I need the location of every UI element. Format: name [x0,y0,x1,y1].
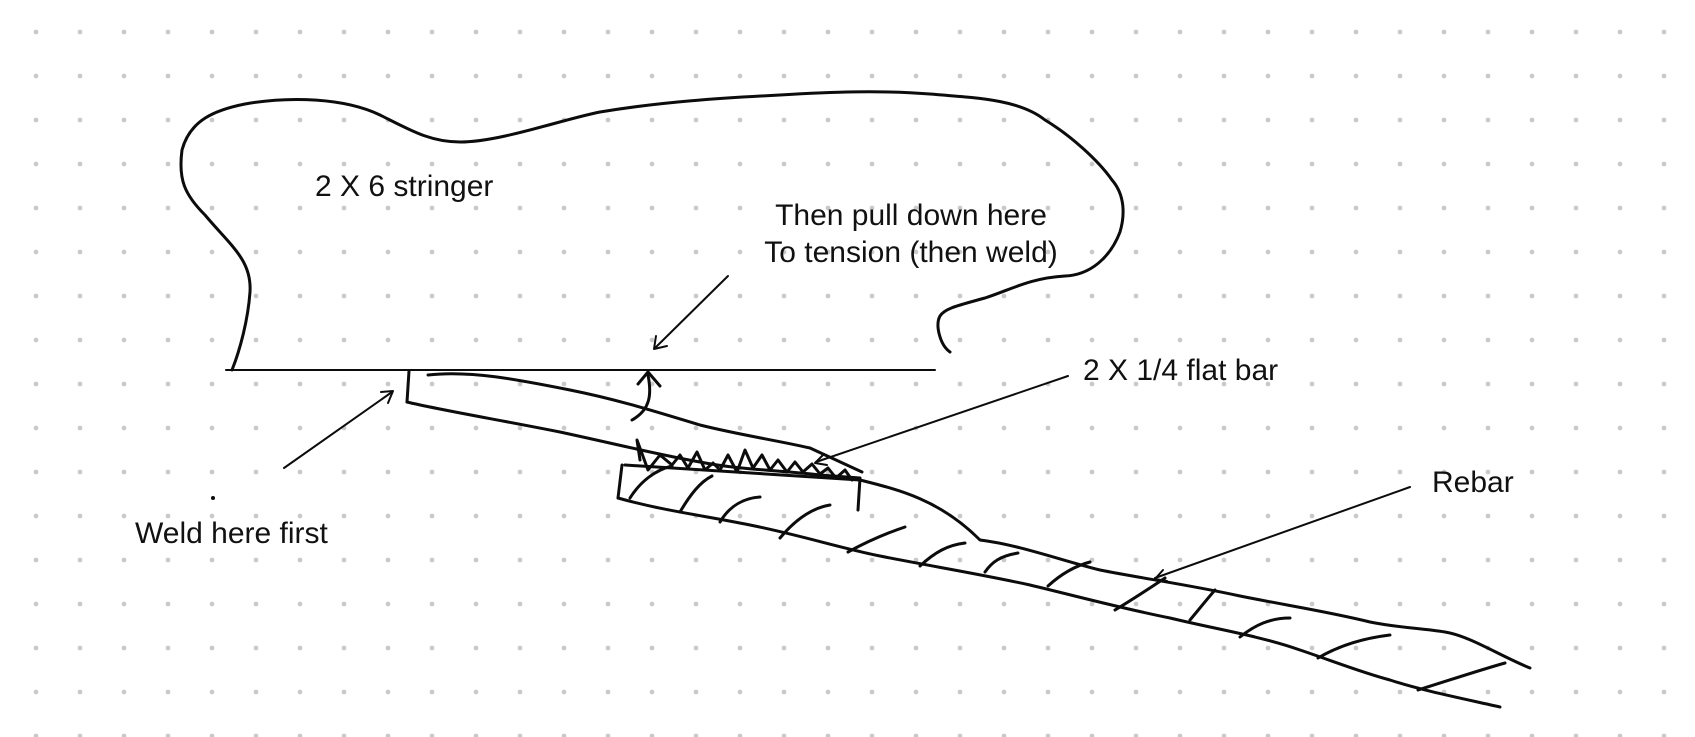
flat-bar-label: 2 X 1/4 flat bar [1083,354,1278,387]
rebar-rib [718,495,762,524]
stringer-label: 2 X 6 stringer [315,170,493,203]
pull-label-line2: To tension (then weld) [764,236,1058,269]
rebar-left-end [616,463,624,500]
rebar-label: Rebar [1432,466,1514,499]
rebar-rib [1416,661,1507,692]
rebar-rib [1046,560,1092,588]
tension-arrow-curve [630,373,652,422]
rebar-pointer-line [1154,486,1411,579]
flat-bar-pointer-line [815,375,1069,463]
weld-pointer-head [380,390,394,404]
flat-bar-top-edge [426,372,864,474]
rebar-pointer-head [1154,569,1168,582]
rebar-rib [1316,633,1392,660]
rebar-rib [1188,588,1217,622]
rebar-rib [628,464,674,500]
weld-bead-zigzag [635,438,854,482]
rebar-rib [846,525,907,554]
tension-arrow-head [636,370,662,388]
rebar-rib [778,503,832,540]
flat-bar-left-end [405,369,411,404]
stray-dot [211,496,215,500]
rebar-rib [918,541,967,568]
stringer-outline [179,90,1125,372]
pull-label-line1: Then pull down here [775,199,1047,232]
rebar-rib [678,474,714,514]
pull-pointer-line [654,275,729,349]
flat-bar-pointer-head [814,453,828,466]
weld-first-label: Weld here first [135,517,329,550]
rebar-rib [1238,616,1292,639]
flat-bar-bottom-edge [405,400,862,512]
rebar-rib [1113,576,1167,612]
rebar-rib [983,551,1020,574]
rebar-bottom-edge [616,496,1502,709]
weld-pointer-line [283,391,393,469]
pull-pointer-head [653,335,668,350]
